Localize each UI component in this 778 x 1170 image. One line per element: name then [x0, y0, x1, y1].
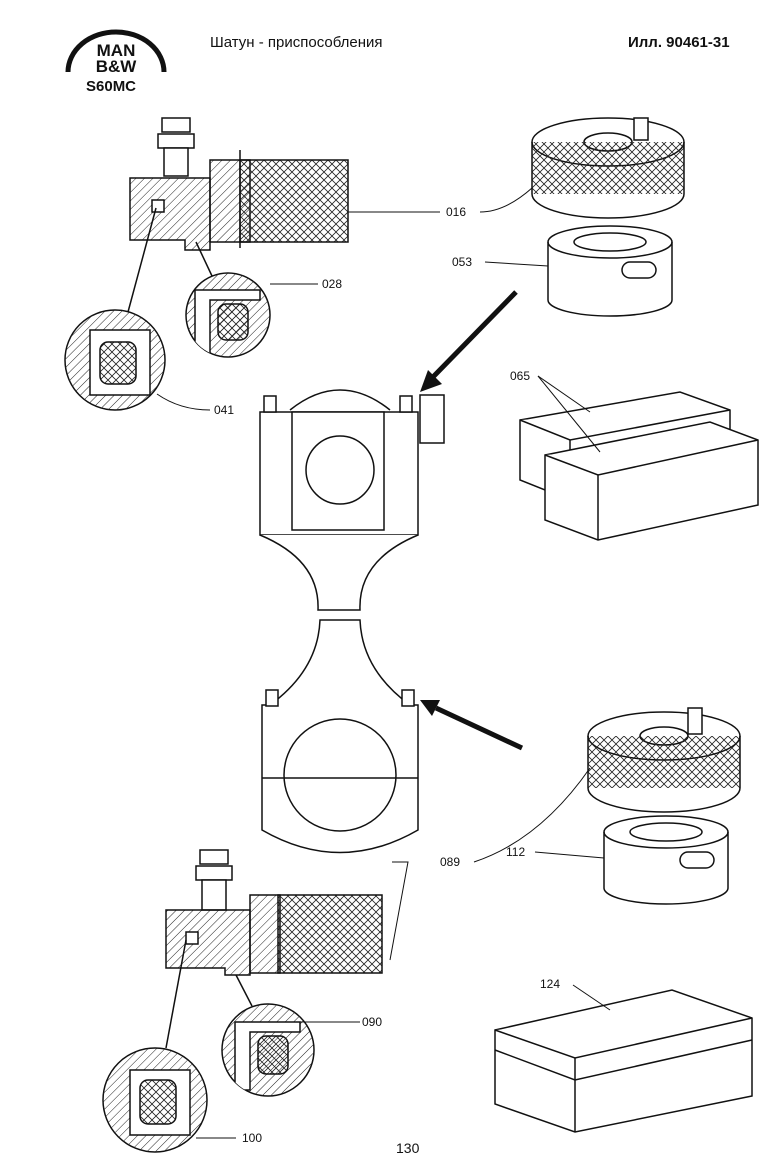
label-028: 028 — [322, 277, 342, 291]
tool-box-124 — [494, 989, 753, 1133]
logo-line1: MAN — [97, 41, 136, 60]
spacer-ring-053 — [547, 225, 673, 317]
label-041: 041 — [214, 403, 234, 417]
connecting-rod-upper — [259, 389, 445, 611]
leader-lines — [156, 187, 611, 1139]
label-100: 100 — [242, 1131, 262, 1145]
seal-detail-041 — [64, 207, 166, 411]
connecting-rod-lower — [261, 619, 419, 854]
seal-detail-028 — [185, 241, 271, 358]
spacer-ring-112 — [603, 815, 729, 905]
tool-boxes-065 — [519, 391, 759, 541]
part-labels: 016 028 041 053 065 089 090 100 112 124 — [214, 205, 560, 1145]
seal-detail-100 — [102, 939, 208, 1153]
page-title: Шатун - приспособления — [210, 34, 383, 51]
upper-jack-section — [129, 117, 349, 251]
label-053: 053 — [452, 255, 472, 269]
hydraulic-ring-016 — [531, 117, 685, 219]
seal-detail-090 — [221, 974, 315, 1097]
lower-jack-section — [165, 849, 383, 976]
man-bw-logo-icon: MAN B&W — [65, 29, 167, 76]
label-112: 112 — [506, 845, 525, 859]
figure-number: Илл. 90461-31 — [628, 34, 730, 51]
label-089: 089 — [440, 855, 460, 869]
label-124: 124 — [540, 977, 560, 991]
engine-model: S60MC — [86, 78, 137, 95]
page-number: 130 — [396, 1140, 420, 1156]
label-016: 016 — [446, 205, 466, 219]
label-065: 065 — [510, 369, 530, 383]
label-090: 090 — [362, 1015, 382, 1029]
logo-line2: B&W — [96, 57, 138, 76]
hydraulic-ring-089 — [587, 707, 741, 813]
direction-arrows — [420, 290, 524, 751]
